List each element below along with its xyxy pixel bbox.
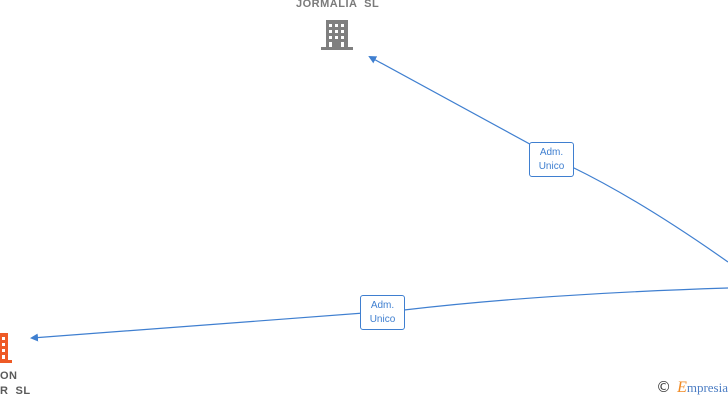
building-icon[interactable] bbox=[321, 20, 353, 50]
brand-logo-initial: E bbox=[677, 379, 687, 396]
edge-label-jormalia: Adm. Unico bbox=[529, 142, 574, 177]
copyright-icon: © bbox=[656, 378, 672, 396]
node-label-bottom-left-line1[interactable]: ON bbox=[0, 370, 18, 382]
edge-label-bottom-left: Adm. Unico bbox=[360, 295, 405, 330]
edge-label-role: Adm. bbox=[370, 300, 395, 311]
node-label-jormalia[interactable]: JORMALIA SL bbox=[296, 0, 380, 10]
brand-name: mpresia bbox=[686, 380, 728, 395]
node-label-bottom-left-line2[interactable]: R SL bbox=[0, 385, 31, 397]
edge-line-to-bottom-left bbox=[30, 287, 728, 342]
building-icon-orange[interactable] bbox=[0, 333, 12, 363]
edge-label-role: Adm. bbox=[539, 147, 564, 158]
edge-label-role-detail: Unico bbox=[538, 161, 565, 172]
brand-watermark: © Empresia bbox=[656, 378, 728, 397]
edge-label-role-detail: Unico bbox=[369, 314, 396, 325]
edge-line-to-jormalia bbox=[368, 56, 728, 263]
